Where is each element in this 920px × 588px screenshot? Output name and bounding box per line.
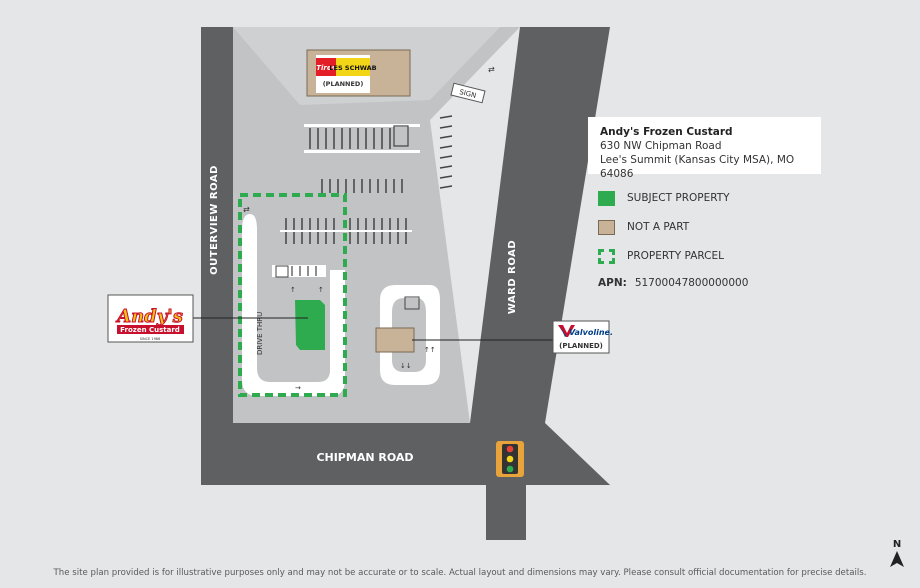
north-label: N — [893, 539, 901, 550]
andys-parking — [291, 266, 317, 276]
sign-label: SIGN — [458, 88, 477, 100]
ward-road — [470, 27, 610, 423]
andys-building-subject-property — [295, 300, 325, 350]
flow-arrow-icon-2: ↑ — [318, 286, 324, 294]
legend-subject-property: SUBJECT PROPERTY — [598, 190, 730, 206]
valvoline-v-icon-blue — [560, 326, 566, 337]
property-name: Andy's Frozen Custard — [600, 126, 733, 138]
apn-label: APN: — [598, 277, 627, 289]
drive-thru-lane — [242, 214, 345, 396]
valvoline-name: Valvoline. — [569, 328, 613, 337]
valvoline-building-not-a-part — [375, 327, 415, 353]
accessible-stall-icon — [275, 265, 289, 278]
andys-logo-sub: Frozen Custard — [120, 326, 180, 334]
les-schwab-name: LES SCHWAB — [329, 64, 376, 72]
valvoline-arrow-icon: ↓↓ — [400, 362, 412, 370]
andys-logo: Andy's — [115, 306, 183, 327]
property-parcel-outline — [238, 193, 347, 397]
legend-subject-label: SUBJECT PROPERTY — [627, 192, 730, 204]
valvoline-status: (PLANNED) — [559, 342, 603, 350]
property-address: 630 NW Chipman Road — [600, 140, 722, 152]
ward-road-south — [486, 478, 526, 540]
legend-property-parcel: PROPERTY PARCEL — [598, 248, 724, 264]
apn-value: 51700047800000000 — [634, 277, 749, 289]
legend-parcel-label: PROPERTY PARCEL — [627, 250, 724, 262]
parking-row-top — [304, 124, 420, 153]
outerview-road — [201, 27, 233, 485]
drive-thru-label: DRIVE THRU — [256, 312, 264, 355]
disclaimer: The site plan provided is for illustrati… — [53, 568, 867, 578]
ward-road-label: WARD ROAD — [507, 240, 518, 314]
chipman-road-label: CHIPMAN ROAD — [316, 451, 413, 464]
entrance-arrow-icon: ⇄ — [488, 65, 495, 74]
legend-apn: APN: 51700047800000000 — [598, 275, 748, 291]
andys-parking-stripe — [272, 265, 326, 277]
property-city: Lee's Summit (Kansas City MSA), MO 64086 — [600, 154, 795, 180]
subject-swatch-icon — [598, 190, 615, 206]
not-a-part-swatch-icon — [598, 219, 615, 235]
legend-not-a-part: NOT A PART — [598, 219, 689, 235]
valvoline-stall-icon — [404, 296, 420, 310]
les-schwab-logo-red — [316, 58, 336, 76]
parcel-swatch-icon — [598, 248, 615, 264]
traffic-light-icon — [496, 441, 524, 477]
parking-row-lower — [280, 218, 412, 244]
les-schwab-brand: Tires — [316, 64, 336, 72]
parking-row-east — [439, 115, 453, 189]
flow-arrow-icon: ↑ — [290, 286, 296, 294]
les-schwab-status: (PLANNED) — [323, 80, 364, 88]
andys-logo-since: SINCE 1986 — [140, 337, 161, 341]
sign-marker: SIGN — [450, 82, 486, 104]
ward-chipman-corner — [470, 423, 610, 485]
property-info-box: Andy's Frozen Custard 630 NW Chipman Roa… — [588, 117, 821, 180]
entrance-arrow-icon-west: ⇄ — [243, 205, 250, 214]
north-arrow-icon — [890, 551, 904, 567]
andys-logo-banner — [117, 325, 184, 334]
valvoline-arrow-icon-2: ↑↑ — [424, 346, 436, 354]
valvoline-v-icon — [558, 325, 575, 337]
andys-logo-box — [107, 294, 194, 343]
les-schwab-logo-yellow — [336, 58, 370, 76]
parking-row-middle — [321, 179, 403, 193]
sign-box — [450, 82, 486, 104]
outerview-road-label: OUTERVIEW ROAD — [209, 165, 220, 275]
legend-not-a-part-label: NOT A PART — [627, 221, 690, 233]
flow-arrow-icon-3: → — [295, 384, 301, 392]
